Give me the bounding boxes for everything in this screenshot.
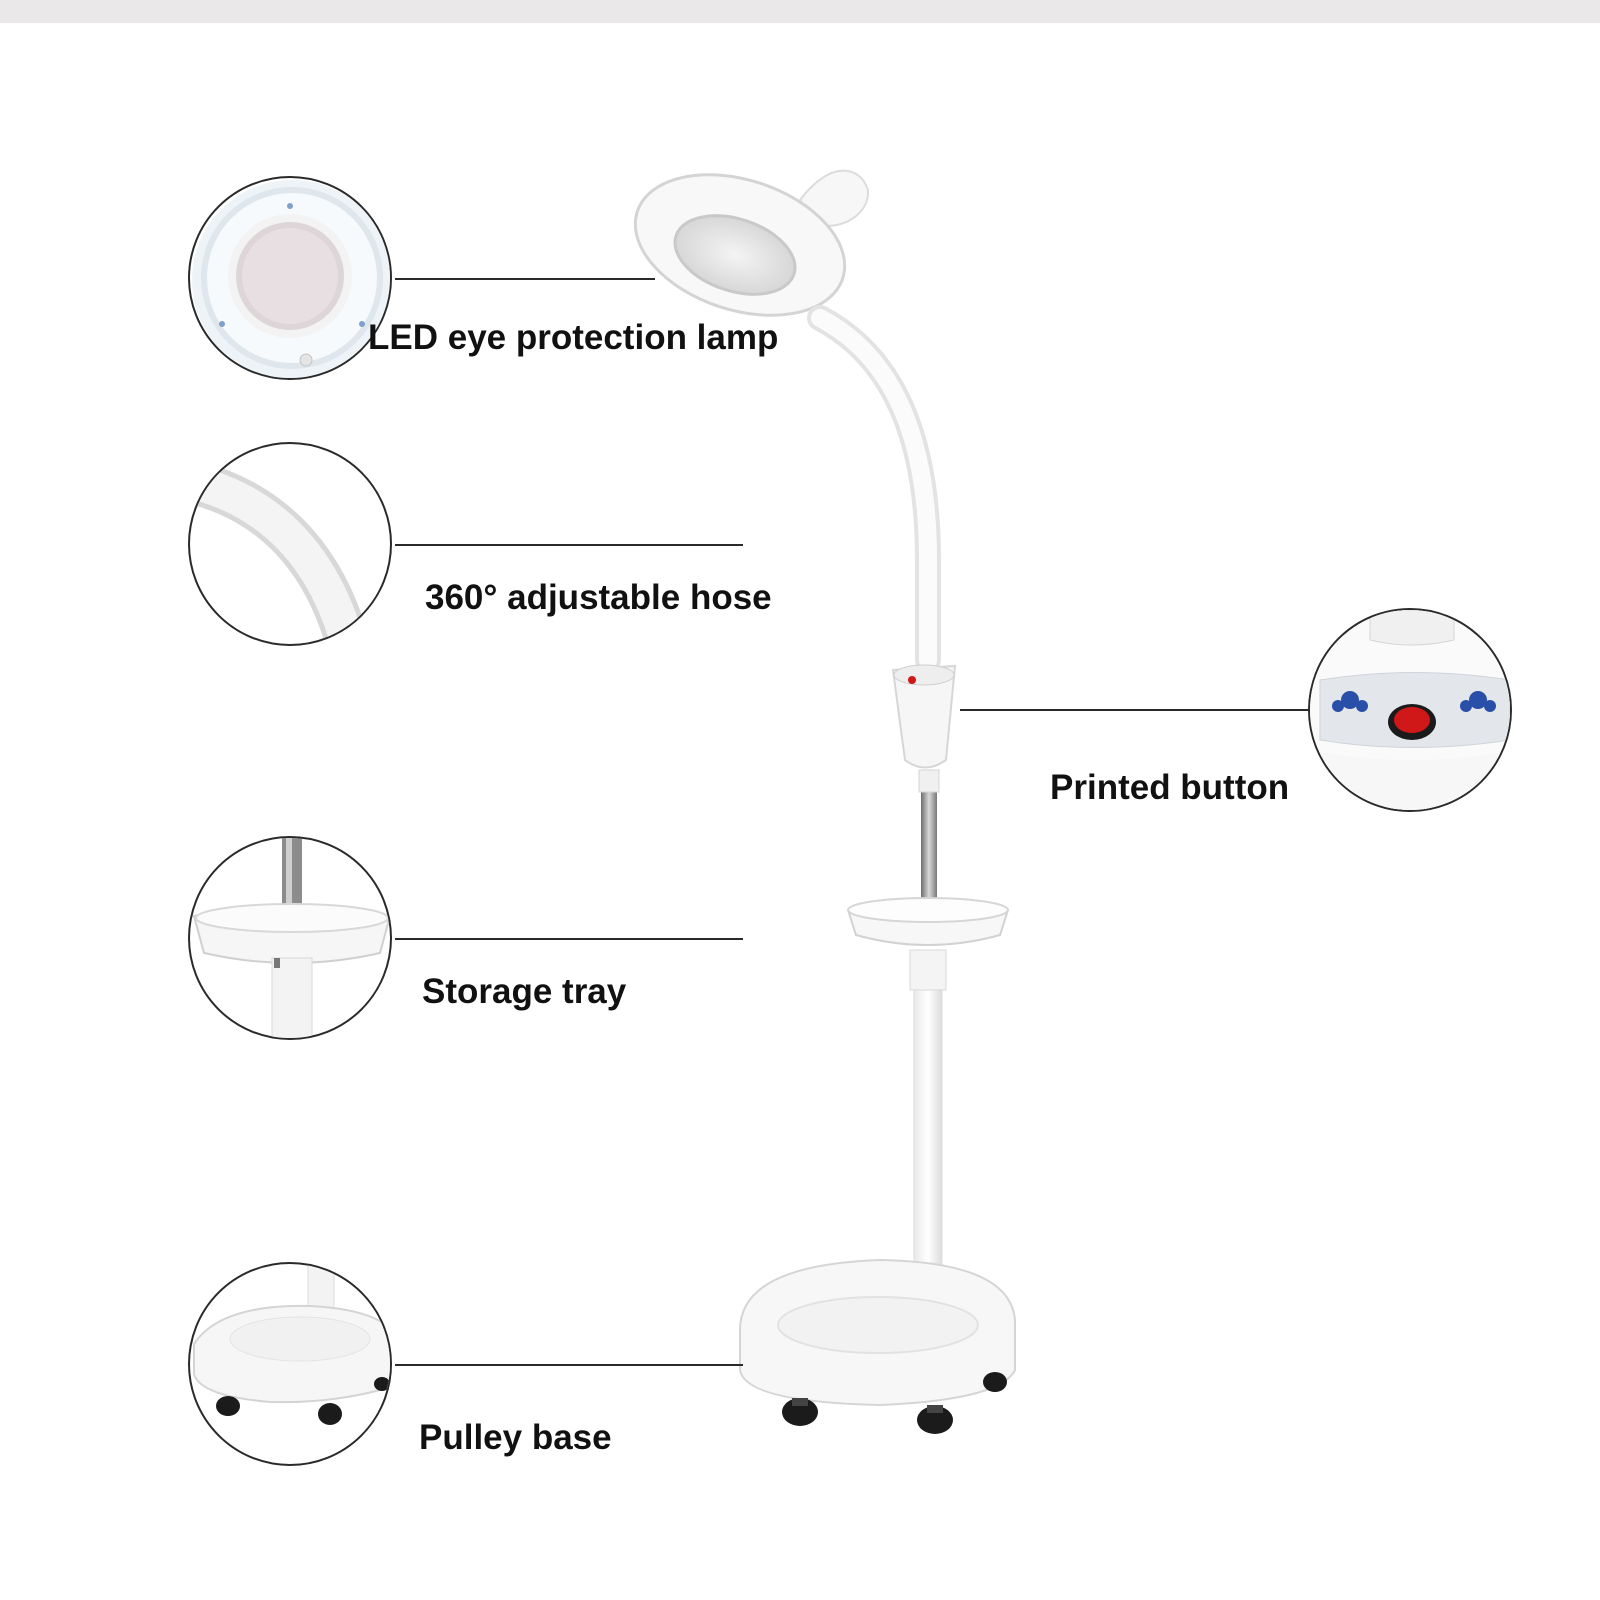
lower-pole [913, 949, 943, 1271]
switch-housing [891, 664, 957, 769]
label-printed-button: Printed button [1050, 768, 1290, 807]
flower-right-icon [1460, 691, 1496, 712]
connector-line-base [395, 1364, 743, 1366]
detail-circle-printed-button [1308, 608, 1512, 812]
connector-line-button [960, 709, 1310, 711]
top-band [0, 0, 1600, 23]
storage-tray-main [846, 897, 1010, 946]
label-storage-tray: Storage tray [422, 972, 627, 1011]
label-led-lamp: LED eye protection lamp [368, 318, 779, 357]
metal-pole [921, 790, 937, 920]
label-hose: 360° adjustable hose [425, 578, 772, 617]
label-pulley-base: Pulley base [419, 1418, 612, 1457]
detail-circle-storage-tray [188, 836, 392, 1040]
lamp-head [633, 169, 870, 317]
connector-line-tray [395, 938, 743, 940]
connector-line-lamp [395, 278, 655, 280]
connector-line-hose [395, 544, 743, 546]
detail-circle-led-lamp [188, 176, 392, 380]
flower-left-icon [1332, 691, 1368, 712]
pulley-base-main [739, 1258, 1016, 1434]
detail-circle-pulley-base [188, 1262, 392, 1466]
detail-circle-hose [188, 442, 392, 646]
